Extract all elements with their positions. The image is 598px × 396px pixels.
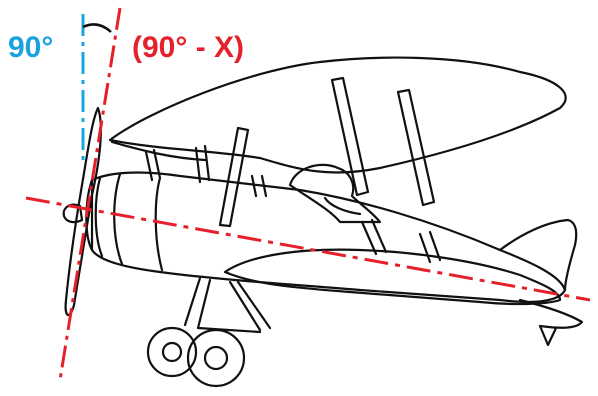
pilot <box>288 163 382 224</box>
vertical-angle-label: 90° <box>8 31 54 64</box>
wheel-rear <box>186 328 246 388</box>
tailplane <box>518 298 584 329</box>
propeller-blade <box>64 106 102 316</box>
propeller-plane-line <box>58 7 122 381</box>
thrust-axis-line <box>25 196 591 302</box>
biplane-outline <box>62 56 584 388</box>
lower-wing <box>223 248 562 306</box>
tail-fin <box>498 218 578 292</box>
upper-wing <box>108 56 567 174</box>
tilted-angle-label: (90° - X) <box>132 31 245 64</box>
wing-strut-rear <box>396 88 436 207</box>
wing-strut-front <box>330 76 370 197</box>
angle-arc <box>82 23 112 33</box>
wheel-front <box>146 326 198 378</box>
